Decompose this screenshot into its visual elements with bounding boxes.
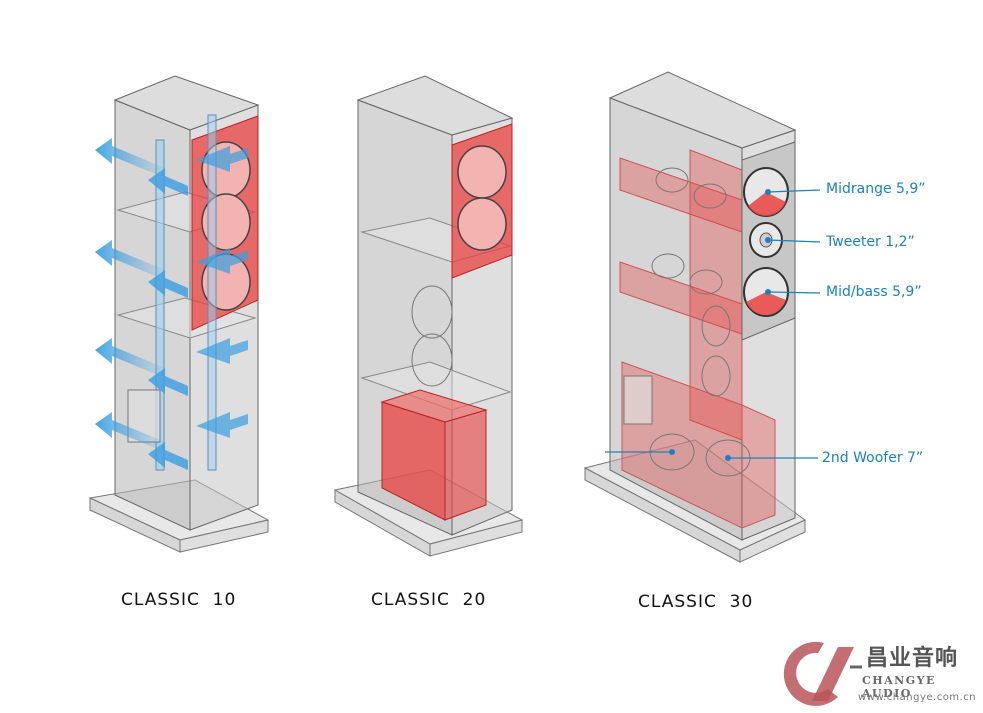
callout-2nd-woofer: 2nd Woofer 7” [822, 450, 924, 466]
speaker-classic-20 [333, 75, 524, 557]
brand-logo-slash [812, 647, 854, 701]
leader-dot [765, 189, 771, 195]
label-classic-30: CLASSIC 30 [638, 592, 754, 612]
plinth-side [739, 519, 806, 563]
callout-midbass: Mid/bass 5,9” [826, 284, 922, 300]
port-hole [693, 183, 727, 209]
leader-dot [669, 449, 675, 455]
callout-leaders [605, 189, 821, 461]
driver-cutout [457, 145, 507, 199]
midrange-driver-highlight [748, 192, 786, 217]
brand-name-en: CHANGYE AUDIO [862, 674, 936, 700]
brand-url: www.changye.com.cn [858, 692, 977, 703]
port-hole [411, 333, 453, 387]
midbass-driver-highlight [746, 292, 786, 316]
port-hole [411, 285, 453, 339]
cabinet-top [113, 75, 260, 131]
cabinet-top [356, 75, 514, 136]
plinth-side [179, 519, 269, 553]
port-tube [207, 114, 217, 471]
label-classic-10: CLASSIC 10 [121, 590, 237, 610]
woofer-chamber-top [380, 389, 488, 423]
port-hole [701, 355, 731, 397]
port-tube [155, 139, 165, 471]
driver-cutout [457, 197, 507, 251]
label-classic-20: CLASSIC 20 [371, 590, 487, 610]
woofer-chamber-side [444, 409, 487, 521]
port-hole [655, 167, 689, 193]
speaker-classic-10 [88, 75, 270, 553]
plinth-side [429, 519, 523, 557]
leader-dot [765, 237, 771, 243]
callout-tweeter: Tweeter 1,2” [826, 234, 915, 250]
airflow-arrows [95, 138, 248, 470]
port-hole [689, 269, 723, 295]
speaker-classic-30 [583, 71, 806, 563]
brand-logo-mark [783, 641, 838, 706]
port-hole [651, 253, 685, 279]
leader-dot [765, 289, 771, 295]
port-hole [701, 305, 731, 347]
leader-midrange [767, 189, 821, 193]
leader-midbass [767, 291, 821, 294]
leader-dot [725, 455, 731, 461]
callout-midrange: Midrange 5,9” [826, 181, 926, 197]
brand-logo [783, 641, 862, 706]
brand-name-cn: 昌业音响 [866, 646, 959, 671]
woofer-chamber [621, 361, 776, 529]
crossover-panel [623, 375, 653, 425]
leader-tweeter [767, 239, 821, 243]
cabinet-top [608, 71, 797, 149]
